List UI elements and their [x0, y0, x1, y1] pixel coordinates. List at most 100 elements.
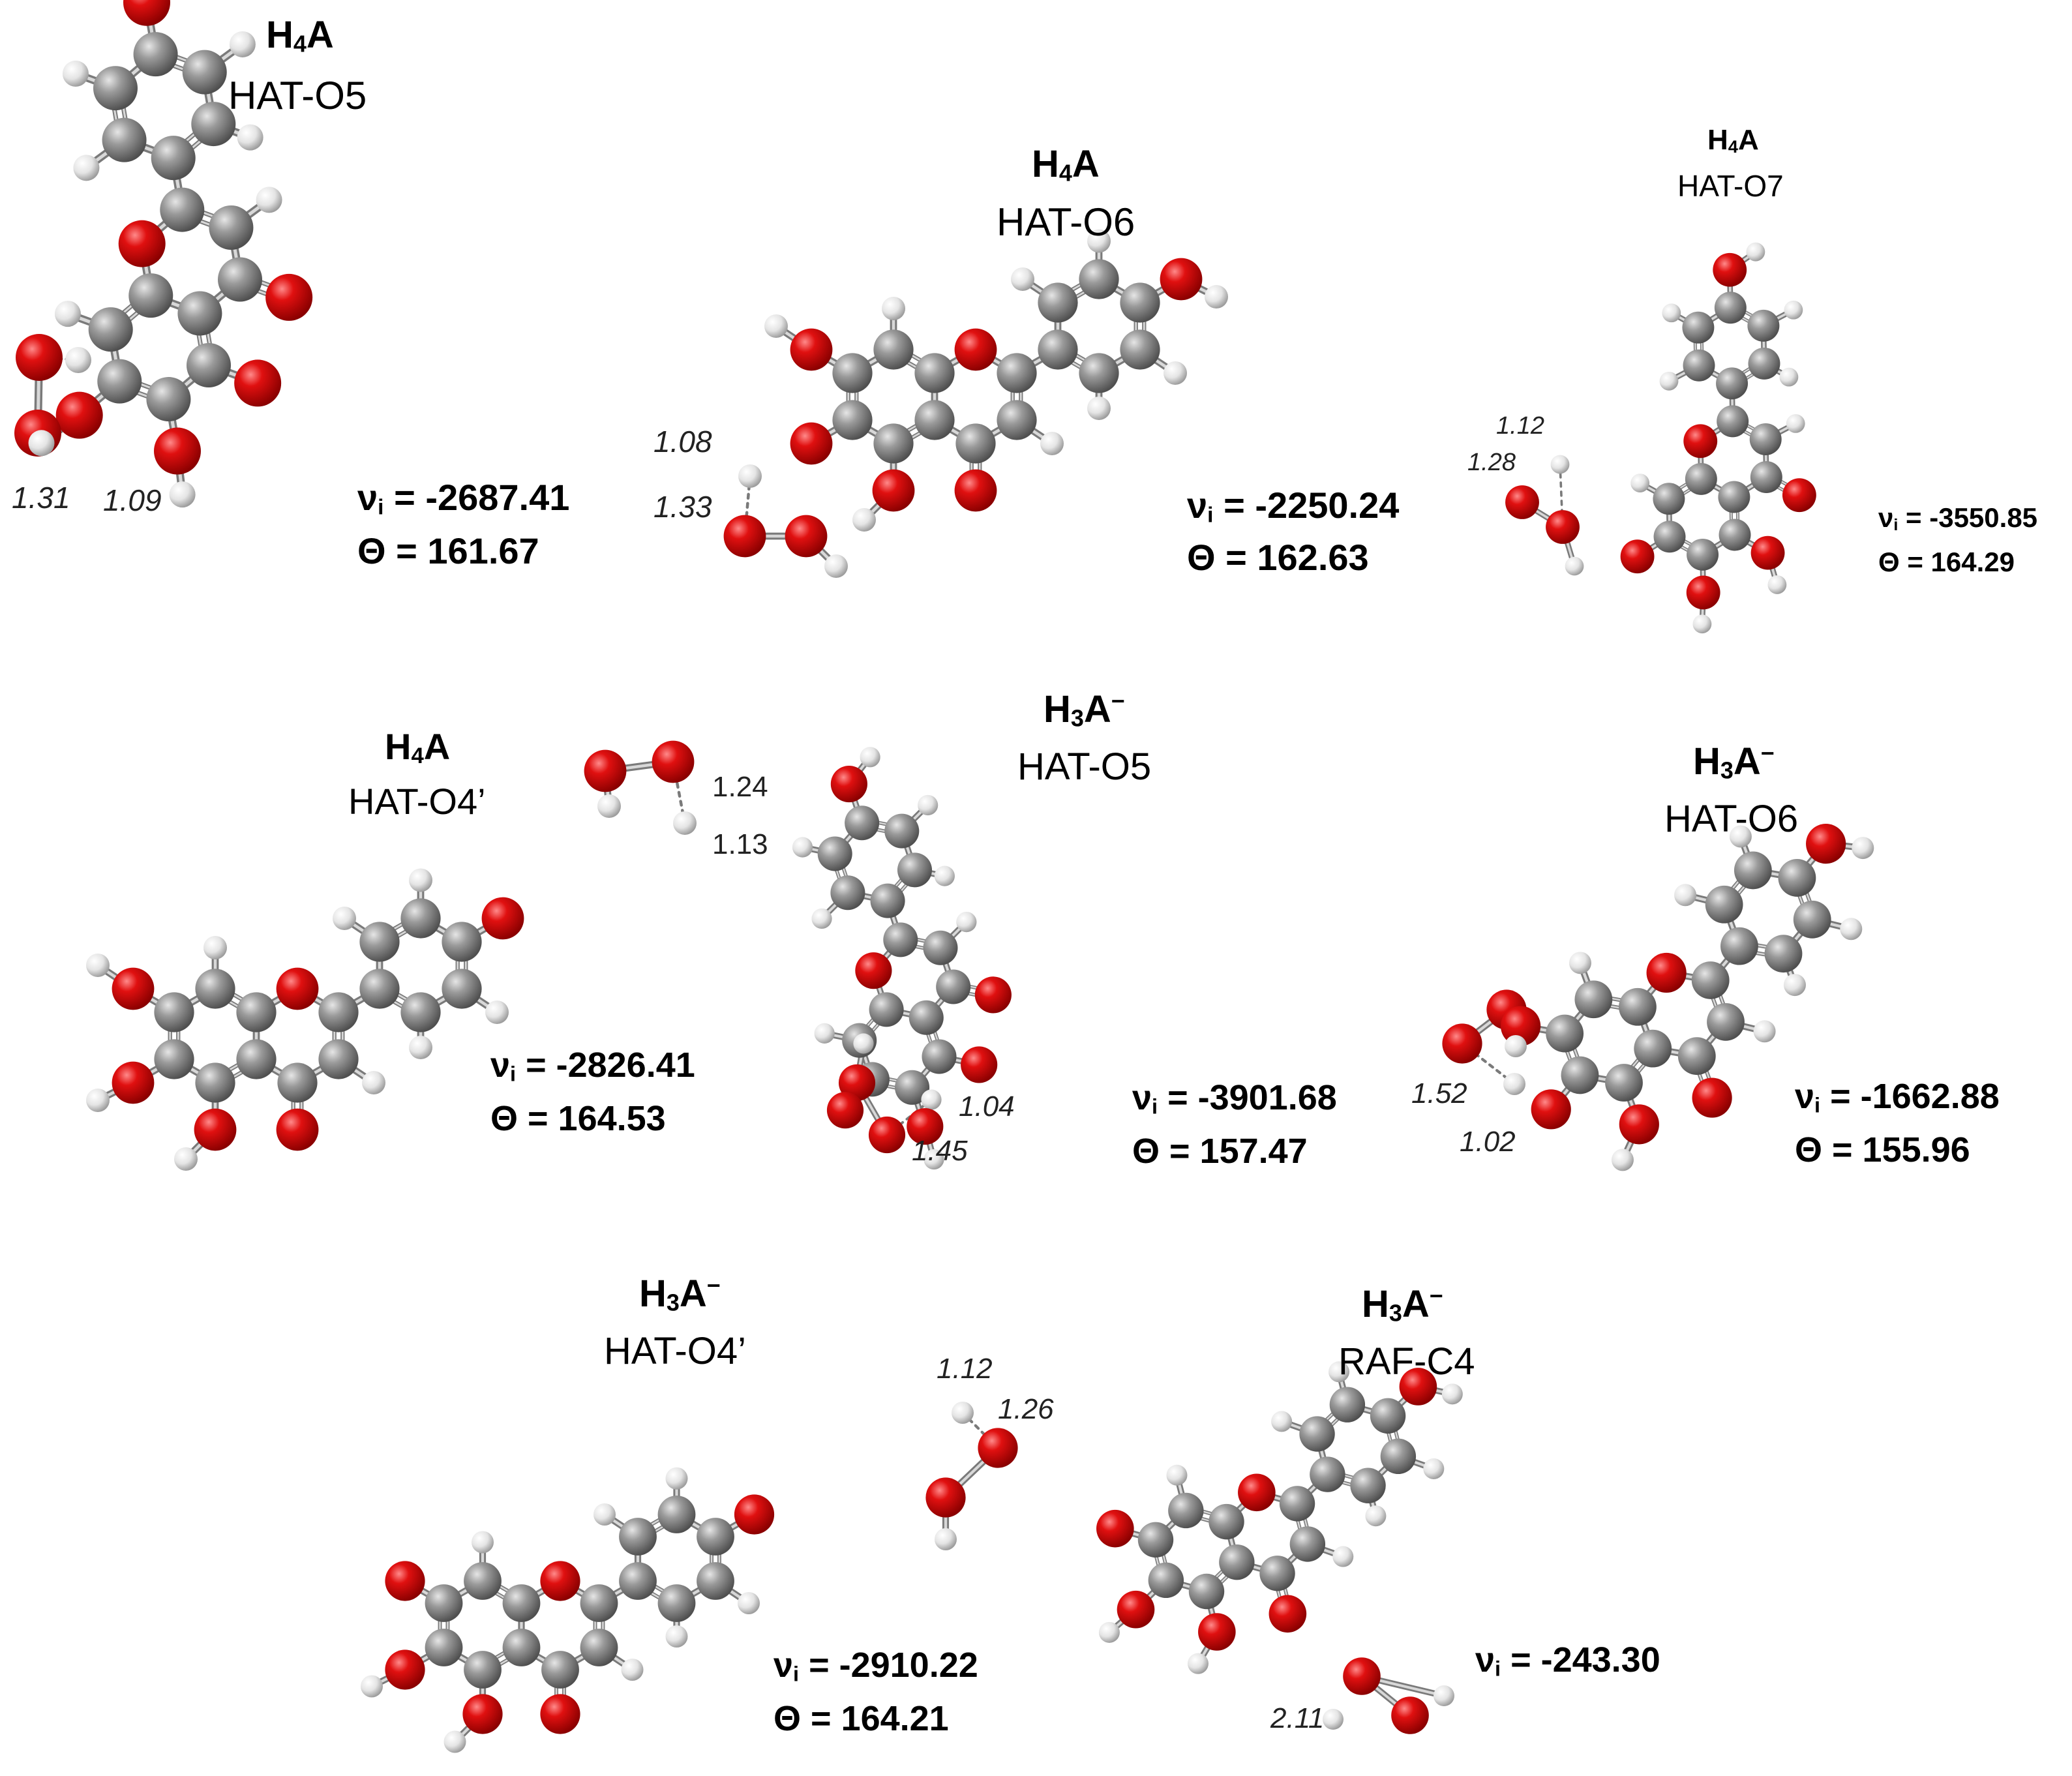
carbon-atom [400, 992, 441, 1032]
imaginary-frequency: νi = -2826.41 [490, 1045, 695, 1086]
hydrogen-atom [882, 297, 905, 320]
hydrogen-atom [1423, 1458, 1445, 1479]
hydrogen-atom [593, 1503, 616, 1526]
carbon-atom [1717, 405, 1749, 438]
hydrogen-atom [824, 554, 848, 578]
hydrogen-atom [621, 1659, 644, 1681]
hydrogen-atom [923, 1149, 944, 1170]
hydrogen-atom [409, 868, 432, 892]
carbon-atom [502, 1629, 541, 1666]
carbon-atom [400, 898, 441, 939]
carbon-atom [955, 423, 996, 464]
species-label: H4A [266, 13, 334, 57]
carbon-atom [1350, 1467, 1386, 1503]
hydrogen-atom [1852, 837, 1874, 860]
hydrogen-atom [472, 1531, 494, 1554]
nu-subscript: i [1814, 1093, 1821, 1117]
carbon-atom [883, 922, 918, 957]
oxygen-atom [974, 976, 1012, 1014]
oxygen-atom [540, 1694, 580, 1734]
species-subscript: 4 [1059, 159, 1072, 187]
carbon-atom [1259, 1556, 1295, 1591]
oxygen-atom [1442, 1023, 1482, 1064]
oxygen-atom [1505, 485, 1539, 519]
hydrogen-atom [956, 911, 977, 933]
species-label: H4A [385, 725, 450, 769]
nu-symbol: ν [1187, 485, 1208, 526]
carbon-atom [1619, 987, 1657, 1026]
hydrogen-atom [814, 1023, 835, 1044]
carbon-atom [182, 50, 227, 95]
nu-symbol: ν [773, 1646, 794, 1685]
oxygen-atom [1686, 575, 1720, 610]
hydrogen-atom [1329, 1361, 1350, 1383]
carbon-atom [1120, 282, 1160, 323]
theta-value: Θ = 157.47 [1132, 1132, 1308, 1171]
carbon-atom [922, 1039, 957, 1074]
nu-symbol: ν [357, 477, 378, 518]
carbon-atom [817, 836, 852, 871]
carbon-atom [1605, 1064, 1643, 1102]
carbon-atom [442, 922, 482, 962]
carbon-atom [187, 343, 231, 387]
carbon-atom [697, 1562, 734, 1600]
oxygen-atom [1546, 510, 1580, 544]
species-tail: A [679, 1272, 707, 1315]
hydrogen-atom [1767, 575, 1787, 594]
distance-label: 1.33 [653, 490, 712, 524]
carbon-atom [1299, 1416, 1335, 1452]
distance-label: 1.31 [12, 481, 70, 515]
theta-value: Θ = 164.29 [1878, 547, 2015, 577]
hydrogen-atom [665, 1625, 688, 1648]
carbon-atom [151, 136, 196, 181]
carbon-atom [154, 992, 194, 1032]
hydrogen-atom [1565, 556, 1584, 576]
carbon-atom [830, 875, 865, 911]
carbon-atom [442, 969, 482, 1009]
oxygen-atom [1782, 478, 1816, 513]
oxygen-atom [1269, 1595, 1307, 1633]
carbon-atom [1734, 851, 1772, 890]
oxygen-atom [123, 0, 170, 26]
hydrogen-atom [673, 811, 697, 835]
carbon-atom [1716, 367, 1749, 400]
carbon-atom [914, 353, 955, 393]
carbon-atom [1683, 349, 1715, 382]
oxygen-atom [265, 273, 313, 321]
distance-label: 2.11 [1270, 1702, 1325, 1734]
hydrogen-atom [28, 430, 55, 457]
carbon-atom [1653, 483, 1685, 515]
oxygen-atom [1620, 539, 1655, 574]
carbon-atom [133, 32, 178, 77]
carbon-atom [425, 1584, 463, 1622]
oxygen-atom [1198, 1613, 1236, 1651]
oxygen-atom [1160, 258, 1203, 301]
oxygen-atom [1391, 1696, 1429, 1734]
hydrogen-atom [86, 1089, 110, 1112]
hydrogen-atom [1164, 361, 1187, 385]
carbon-atom [236, 992, 277, 1032]
molecule-h3a-hat-o5 [792, 747, 1012, 1170]
hydrogen-atom [1779, 367, 1799, 387]
species-subscript: 3 [1389, 1299, 1402, 1327]
carbon-atom [191, 102, 236, 147]
species-tail: A [306, 14, 334, 56]
oxygen-atom [1096, 1509, 1134, 1548]
nu-subscript: i [1152, 1094, 1158, 1119]
oxygen-atom [1692, 1077, 1732, 1118]
hydrogen-atom [665, 1467, 688, 1490]
carbon-atom [1209, 1503, 1244, 1540]
carbon-atom [425, 1629, 463, 1666]
distance-label: 1.13 [712, 828, 768, 860]
oxygen-atom [790, 422, 833, 465]
species-base: H [385, 726, 412, 767]
oxygen-atom [16, 334, 63, 381]
carbon-atom [897, 852, 933, 888]
carbon-atom [1705, 885, 1743, 924]
carbon-atom [128, 273, 173, 318]
carbon-atom [464, 1562, 502, 1600]
carbon-atom [1079, 259, 1119, 299]
hydrogen-atom [921, 1089, 942, 1110]
oxygen-atom [838, 1064, 876, 1102]
species-label: H3A− [639, 1272, 721, 1316]
